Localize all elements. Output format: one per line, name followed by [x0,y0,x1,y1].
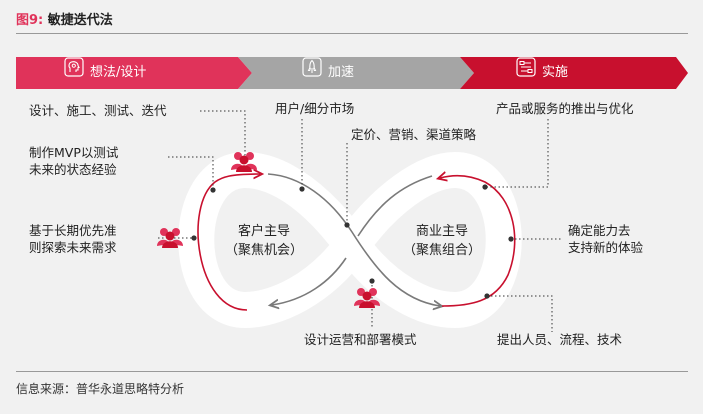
annotation-design-build-test: 设计、施工、测试、迭代 [29,103,167,118]
brain-head-icon [64,57,84,77]
dot-launch [482,184,488,190]
loop-upper-grey-path [267,173,440,306]
dot-long-term [191,235,197,241]
stage-banner: 想法/设计 加速 实施 [16,57,688,89]
source-note: 信息来源：普华永道思略特分析 [16,382,185,396]
leader-launch [485,119,549,188]
annotation-user-market: 用户/细分市场 [275,101,355,116]
annotation-mvp: 制作MVP以测试 未来的状态经验 [29,145,119,177]
leader-mvp [168,156,214,190]
leader-design [200,110,246,172]
annotation-product-launch: 产品或服务的推出与优化 [496,101,634,116]
stage-arrow-accelerate [238,57,474,89]
annotation-ops-model: 设计运营和部署模式 [304,332,417,347]
loop-left-red-arc [197,174,260,311]
figure-title-text: 敏捷迭代法 [47,13,113,28]
figure-title: 图9: 敏捷迭代法 [16,9,113,28]
right-lobe-label: 商业主导 （聚焦组合） [403,222,481,260]
stage-label-accelerate: 加速 [328,65,355,80]
annotation-pricing: 定价、营销、渠道策略 [351,127,477,142]
figure-number: 图9: [16,13,44,28]
loop-lower-grey-path [272,257,347,305]
dot-design [210,187,216,193]
annotation-capabilities: 确定能力去 支持新的体验 [568,223,644,255]
right-lobe-text: 商业主导 （聚焦组合） [403,224,482,258]
top-divider [16,33,688,34]
dot-user-market [299,186,305,192]
left-lobe-text: 客户主导 （聚焦机会） [225,224,304,258]
stage-label-implement: 实施 [542,65,569,80]
leader-people [487,295,553,332]
rocket-icon [302,57,322,77]
process-diagram-icon [516,57,536,77]
loop-right-grey-upper [357,175,433,237]
loop-right-red-arc [440,176,516,307]
dot-pricing [344,222,350,228]
leader-lines [158,110,562,332]
people-group-icon-top [231,152,257,172]
annotation-people-process: 提出人员、流程、技术 [497,332,623,347]
stage-label-design: 想法/设计 [90,65,147,80]
bottom-divider [16,371,688,372]
annotation-long-term: 基于长期优先准 则探索未来需求 [29,223,117,255]
left-lobe-label: 客户主导 （聚焦机会） [225,222,303,260]
people-group-icon-bottom [354,288,380,308]
people-group-icon-left [157,228,183,248]
